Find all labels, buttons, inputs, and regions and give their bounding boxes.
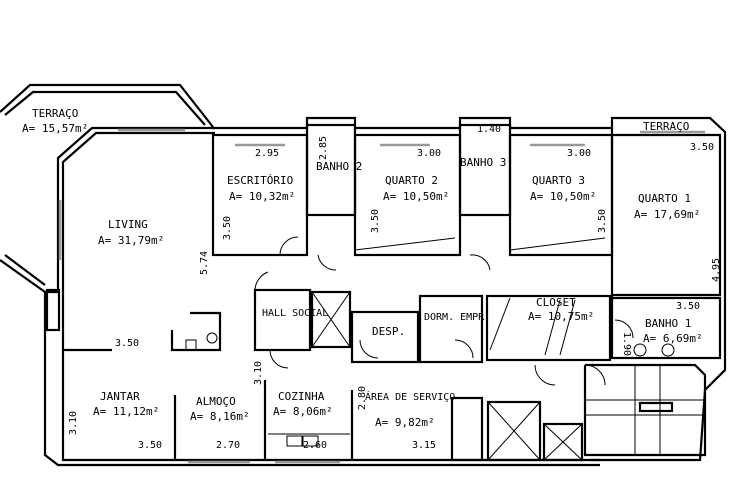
room-area: A= 9,82m² (375, 416, 435, 429)
dimension: 3.00 (567, 148, 591, 159)
room-area: A= 10,50m² (383, 190, 449, 203)
room-name: COZINHA (278, 390, 325, 403)
dimension: 3.50 (138, 440, 162, 451)
room-name: ESCRITÓRIO (227, 174, 293, 187)
room-name: CLOSET (536, 296, 576, 309)
dimension: 4.95 (711, 258, 722, 282)
dimension: 2.60 (303, 440, 327, 451)
room-name: TERRAÇO (643, 120, 689, 133)
room-name: HALL SOCIAL (262, 308, 328, 319)
room-area: A= 11,12m² (93, 405, 159, 418)
room-area: A= 8,06m² (273, 405, 333, 418)
room-name: QUARTO 2 (385, 174, 438, 187)
dimension: 1.40 (477, 124, 501, 135)
room-labels: TERRAÇO A= 15,57m² LIVING A= 31,79m² ESC… (22, 107, 703, 429)
dimension: 2.70 (216, 440, 240, 451)
room-name: BANHO 3 (460, 156, 506, 169)
dimension: 3.10 (68, 411, 79, 435)
room-name: QUARTO 3 (532, 174, 585, 187)
dimension: 2.85 (318, 136, 329, 160)
walls (0, 83, 727, 467)
dimension: 2.80 (357, 386, 368, 410)
dimension: 3.50 (222, 216, 233, 240)
room-name: LIVING (108, 218, 148, 231)
room-name: JANTAR (100, 390, 140, 403)
dimension: 2.95 (255, 148, 279, 159)
room-area: A= 6,69m² (643, 332, 703, 345)
dimension: 3.50 (115, 338, 139, 349)
room-name: BANHO 1 (645, 317, 691, 330)
room-name: DORM. EMPR. (424, 312, 490, 323)
room-area: A= 31,79m² (98, 234, 164, 247)
dimension-labels: 2.95 2.85 3.00 1.40 3.00 3.50 3.50 5.74 … (68, 124, 722, 451)
dimension: 3.15 (412, 440, 436, 451)
room-name: TERRAÇO (32, 107, 78, 120)
room-area: A= 15,57m² (22, 122, 88, 135)
dimension: 5.74 (199, 251, 210, 275)
room-area: A= 17,69m² (634, 208, 700, 221)
dimension: 3.50 (597, 209, 608, 233)
room-name: BANHO 2 (316, 160, 362, 173)
dimension: 3.50 (676, 301, 700, 312)
room-area: A= 10,50m² (530, 190, 596, 203)
dimension: 3.10 (253, 361, 264, 385)
dimension: 3.50 (690, 142, 714, 153)
dimension: 3.50 (370, 209, 381, 233)
room-name: DESP. (372, 325, 405, 338)
room-name: ÁREA DE SERVIÇO (365, 390, 455, 403)
room-area: A= 10,32m² (229, 190, 295, 203)
room-name: QUARTO 1 (638, 192, 691, 205)
room-area: A= 10,75m² (528, 310, 594, 323)
room-name: ALMOÇO (196, 395, 236, 408)
dimension: 1.90 (621, 332, 632, 356)
dimension: 3.00 (417, 148, 441, 159)
room-area: A= 8,16m² (190, 410, 250, 423)
